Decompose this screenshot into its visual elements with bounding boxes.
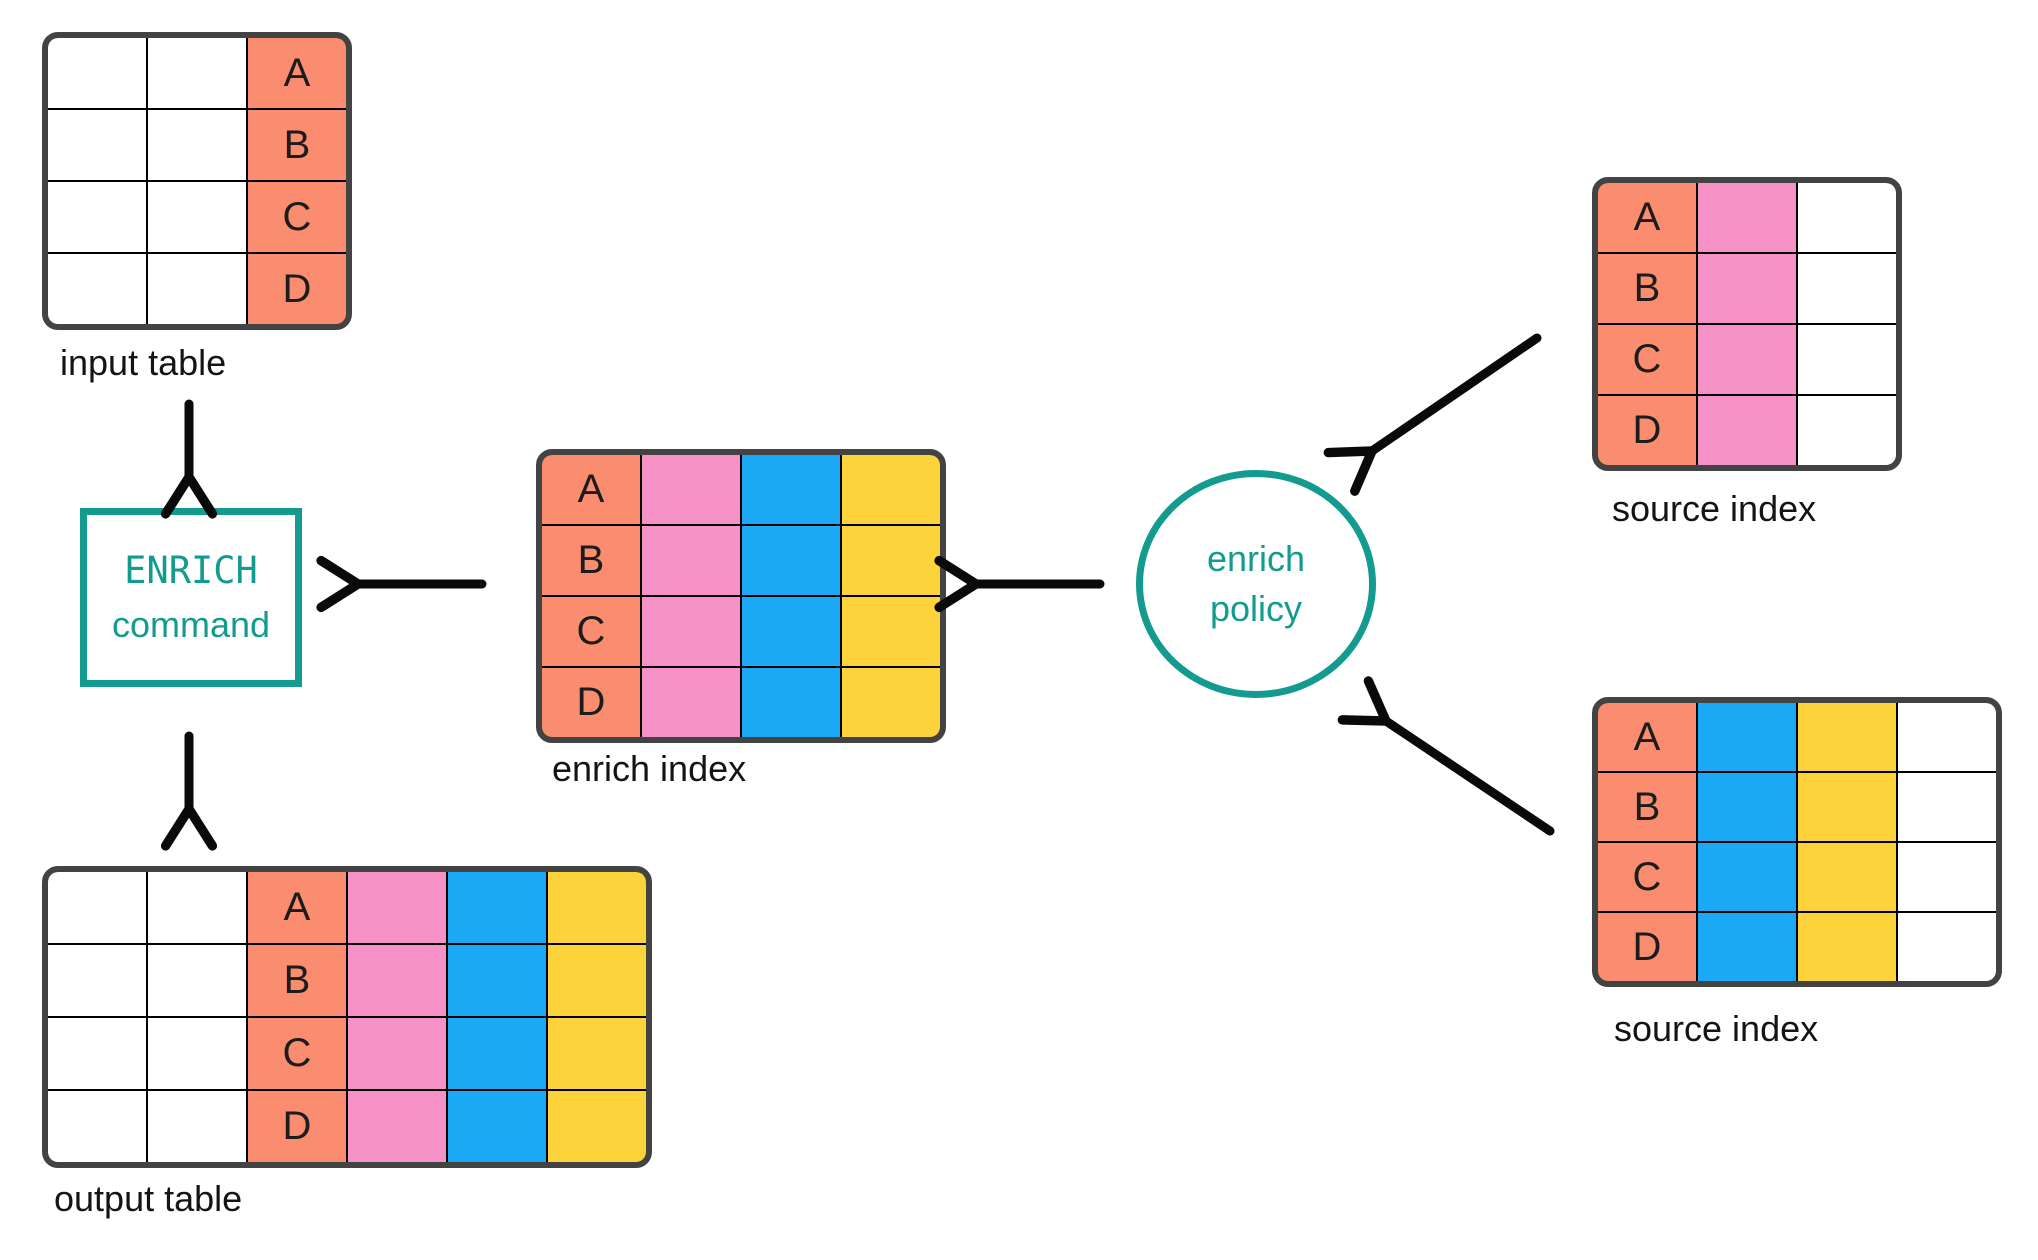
table-cell: [742, 597, 840, 666]
table-cell: [448, 1091, 546, 1162]
table-cell: [348, 945, 446, 1016]
table-cell: [1698, 773, 1796, 841]
table-cell: [1698, 703, 1796, 771]
table-cell: [1798, 703, 1896, 771]
table-cell: [1798, 773, 1896, 841]
table-cell: [842, 455, 940, 524]
table-cell: D: [1598, 913, 1696, 981]
enrich-policy-line1: enrich: [1206, 537, 1306, 579]
table-cell: D: [248, 254, 346, 324]
table-cell: C: [542, 597, 640, 666]
table-cell: A: [542, 455, 640, 524]
enrich-policy-line2: policy: [1209, 588, 1303, 629]
table-cell: D: [248, 1091, 346, 1162]
table-cell: [148, 182, 246, 252]
table-cell: [1698, 325, 1796, 394]
table-cell: D: [1598, 396, 1696, 465]
table-cell: A: [248, 38, 346, 108]
table-cell: B: [248, 945, 346, 1016]
enrich-command-line2: command: [111, 604, 271, 646]
table-cell: [48, 254, 146, 324]
table-cell: [1698, 254, 1796, 323]
enrich-policy-circle: enrich policy: [1136, 470, 1376, 698]
table-cell: C: [1598, 325, 1696, 394]
table-cell: C: [1598, 843, 1696, 911]
table-cell: [642, 668, 740, 737]
table-cell: [1698, 183, 1796, 252]
table-cell: [548, 872, 646, 943]
table-cell: [742, 526, 840, 595]
table-cell: [642, 597, 740, 666]
table-cell: [1798, 396, 1896, 465]
enrich-index-label: enrich index: [552, 748, 747, 789]
table-cell: [48, 38, 146, 108]
table-cell: [148, 872, 246, 943]
table-cell: B: [1598, 773, 1696, 841]
table-cell: [48, 182, 146, 252]
table-cell: [842, 597, 940, 666]
source-index-bottom-label: source index: [1614, 1008, 1819, 1049]
table-cell: A: [248, 872, 346, 943]
table-cell: [1798, 183, 1896, 252]
arrow-source-index-bottom-to-enrich-policy: [1337, 676, 1555, 836]
table-cell: A: [1598, 703, 1696, 771]
table-cell: [148, 1091, 246, 1162]
table-cell: [448, 1018, 546, 1089]
table-cell: [1898, 913, 1996, 981]
table-cell: [1898, 843, 1996, 911]
table-cell: [48, 110, 146, 180]
table-cell: [842, 526, 940, 595]
enrich-command-box: ENRICH command: [80, 508, 302, 687]
table-cell: [48, 1091, 146, 1162]
table-cell: [1698, 913, 1796, 981]
source-index-top-label: source index: [1612, 488, 1817, 529]
table-cell: [742, 668, 840, 737]
table-cell: [348, 1018, 446, 1089]
enrich-command-line1: ENRICH: [124, 548, 258, 592]
table-cell: [548, 1091, 646, 1162]
table-cell: [148, 254, 246, 324]
table-cell: [148, 1018, 246, 1089]
table-cell: [1798, 913, 1896, 981]
table-cell: C: [248, 182, 346, 252]
table-cell: B: [1598, 254, 1696, 323]
table-cell: [548, 945, 646, 1016]
table-cell: D: [542, 668, 640, 737]
table-cell: A: [1598, 183, 1696, 252]
table-cell: [48, 945, 146, 1016]
table-cell: [1698, 843, 1796, 911]
arrow-source-index-top-to-enrich-policy: [1323, 333, 1542, 496]
table-cell: B: [542, 526, 640, 595]
table-cell: [1898, 703, 1996, 771]
table-cell: [1798, 843, 1896, 911]
table-cell: [448, 945, 546, 1016]
table-cell: [48, 1018, 146, 1089]
table-cell: C: [248, 1018, 346, 1089]
table-cell: [148, 38, 246, 108]
table-cell: [642, 526, 740, 595]
input-table-label: input table: [60, 342, 227, 383]
table-cell: [642, 455, 740, 524]
table-cell: [48, 872, 146, 943]
table-cell: [348, 872, 446, 943]
table-cell: [1798, 325, 1896, 394]
table-cell: B: [248, 110, 346, 180]
table-cell: [548, 1018, 646, 1089]
table-cell: [742, 455, 840, 524]
table-cell: [148, 110, 246, 180]
output-table-label: output table: [54, 1178, 243, 1219]
table-cell: [448, 872, 546, 943]
table-cell: [348, 1091, 446, 1162]
table-cell: [148, 945, 246, 1016]
table-cell: [842, 668, 940, 737]
table-cell: [1698, 396, 1796, 465]
table-cell: [1798, 254, 1896, 323]
table-cell: [1898, 773, 1996, 841]
